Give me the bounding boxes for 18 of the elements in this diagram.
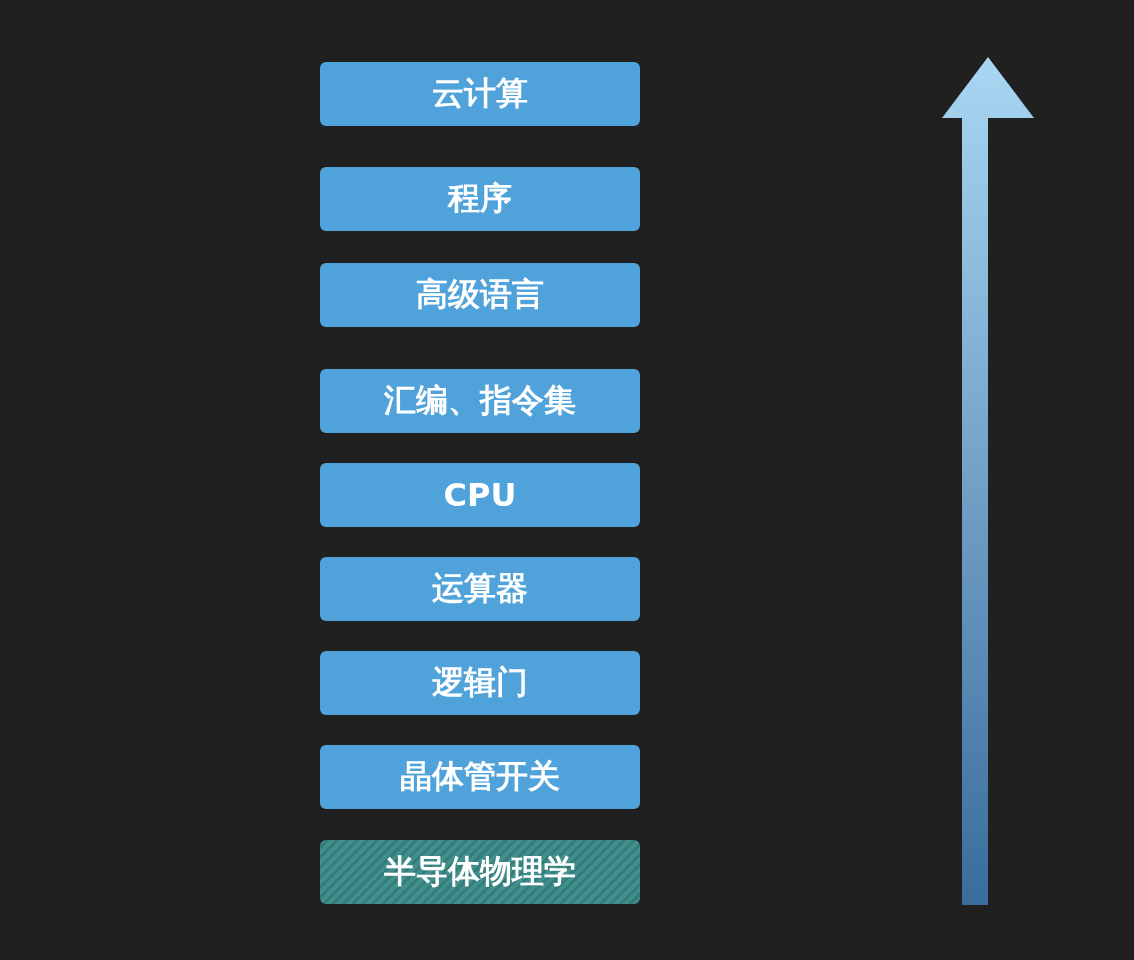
layer-box	[320, 167, 640, 231]
layer-label: 程序	[448, 178, 512, 219]
layer-label: 运算器	[432, 568, 528, 609]
layer-box	[320, 463, 640, 527]
layer-box	[320, 651, 640, 715]
layer-box	[320, 745, 640, 809]
layer-box	[320, 263, 640, 327]
layer-label: 汇编、指令集	[384, 380, 576, 421]
layer-label: 云计算	[432, 73, 528, 114]
layer-label: CPU	[443, 476, 517, 514]
layer-box	[320, 557, 640, 621]
layer-label: 半导体物理学	[384, 851, 576, 892]
layer-box	[320, 840, 640, 904]
layer-box	[320, 62, 640, 126]
layer-label: 逻辑门	[432, 662, 528, 703]
layer-label: 高级语言	[416, 274, 544, 315]
layer-label: 晶体管开关	[400, 756, 560, 797]
layer-box	[320, 369, 640, 433]
